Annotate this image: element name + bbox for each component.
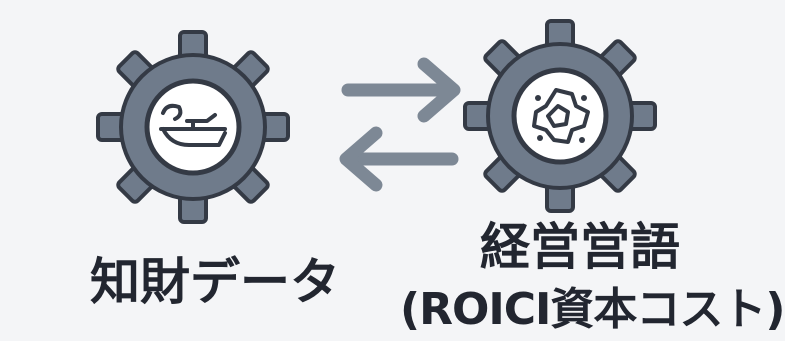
right-node-label-line1: 経営営語 [480, 218, 680, 276]
network-icon [532, 88, 590, 144]
ship-icon [159, 103, 227, 147]
arrow-right-icon [341, 57, 461, 123]
left-gear-icon [98, 32, 288, 222]
left-node-label: 知財データ [90, 253, 340, 311]
right-gear-icon [465, 21, 655, 211]
right-node-label-line2: (ROICI資本コスト) [400, 284, 785, 335]
arrow-left-icon [339, 126, 459, 192]
